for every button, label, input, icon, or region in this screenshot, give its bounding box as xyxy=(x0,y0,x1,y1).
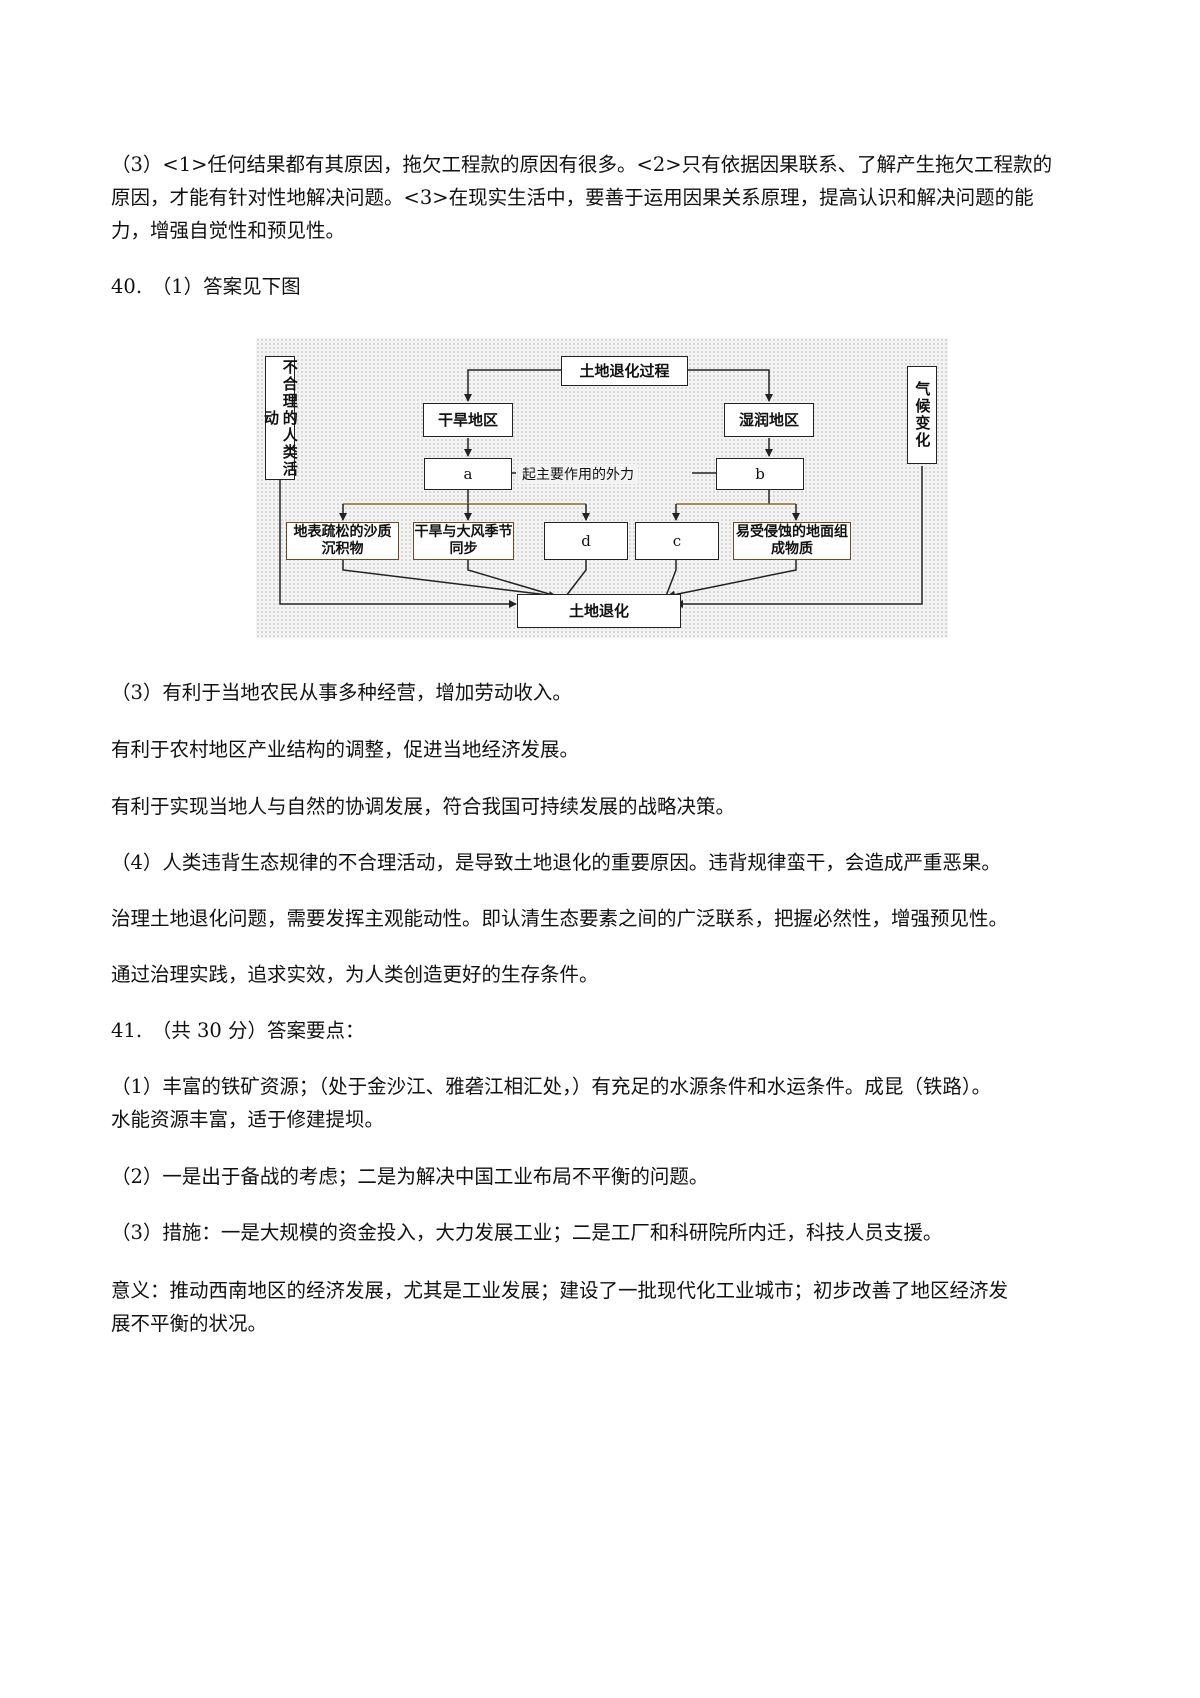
question-40-header: 40. （1）答案见下图 xyxy=(111,275,301,298)
q40-3-line-2: 有利于农村地区产业结构的调整，促进当地经济发展。 xyxy=(111,738,580,761)
previous-answer-part-3: （3）<1>任何结果都有其原因，拖欠工程款的原因有很多。<2>只有依据因果联系、… xyxy=(111,148,1101,247)
q41-1: （1）丰富的铁矿资源；（处于金沙江、雅砻江相汇处，）有充足的水源条件和水运条件。… xyxy=(111,1070,1101,1136)
q40-3-line-3: 有利于实现当地人与自然的协调发展，符合我国可持续发展的战略决策。 xyxy=(111,795,736,818)
q40-4-line-1: （4）人类违背生态规律的不合理活动，是导致土地退化的重要原因。违背规律蛮干，会造… xyxy=(111,851,1001,874)
unreasonable-human-activity-box: 不合理的人类活动 xyxy=(262,356,299,480)
q41-meaning: 意义：推动西南地区的经济发展，尤其是工业发展；建设了一批现代化工业城市；初步改善… xyxy=(111,1274,1101,1340)
text-line: （3）<1>任何结果都有其原因，拖欠工程款的原因有很多。<2>只有依据因果联系、… xyxy=(111,153,1053,176)
box-c: c xyxy=(635,522,719,560)
box-a: a xyxy=(424,458,512,490)
text-line: 力，增强自觉性和预见性。 xyxy=(111,219,346,242)
text-line: 原因，才能有针对性地解决问题。<3>在现实生活中，要善于运用因果关系原理，提高认… xyxy=(111,186,1034,209)
box-d: d xyxy=(544,522,628,560)
humid-region-box: 湿润地区 xyxy=(724,403,814,437)
erodible-surface-material-box: 易受侵蚀的地面组成物质 xyxy=(733,522,851,560)
arid-region-box: 干旱地区 xyxy=(423,403,513,437)
external-force-label: 起主要作用的外力 xyxy=(518,464,638,484)
text-line: 展不平衡的状况。 xyxy=(111,1312,268,1335)
text-line: （1）丰富的铁矿资源；（处于金沙江、雅砻江相汇处，）有充足的水源条件和水运条件。… xyxy=(111,1075,992,1098)
loose-sandy-sediment-box: 地表疏松的沙质沉积物 xyxy=(286,522,399,560)
q40-3-line-1: （3）有利于当地农民从事多种经营，增加劳动收入。 xyxy=(111,681,572,704)
land-degradation-diagram: 土地退化过程 干旱地区 湿润地区 a b 起主要作用的外力 地表疏松的沙质沉积物… xyxy=(256,338,948,638)
diagram-connectors xyxy=(279,369,923,608)
climate-change-box: 气候变化 xyxy=(907,366,937,464)
drought-wind-season-box: 干旱与大风季节同步 xyxy=(413,522,514,560)
q41-3: （3）措施：一是大规模的资金投入，大力发展工业；二是工厂和科研院所内迁，科技人员… xyxy=(111,1221,943,1244)
question-41-header: 41. （共 30 分）答案要点： xyxy=(111,1019,365,1042)
q41-2: （2）一是出于备战的考虑；二是为解决中国工业布局不平衡的问题。 xyxy=(111,1165,709,1188)
q40-4-line-3: 通过治理实践，追求实效，为人类创造更好的生存条件。 xyxy=(111,963,599,986)
land-degradation-process-box: 土地退化过程 xyxy=(561,356,688,386)
land-degradation-box: 土地退化 xyxy=(517,594,681,628)
box-b: b xyxy=(716,458,804,490)
text-line: 意义：推动西南地区的经济发展，尤其是工业发展；建设了一批现代化工业城市；初步改善… xyxy=(111,1279,1009,1302)
text-line: 水能资源丰富，适于修建提坝。 xyxy=(111,1108,385,1131)
q40-4-line-2: 治理土地退化问题，需要发挥主观能动性。即认清生态要素之间的广泛联系，把握必然性，… xyxy=(111,907,1009,930)
